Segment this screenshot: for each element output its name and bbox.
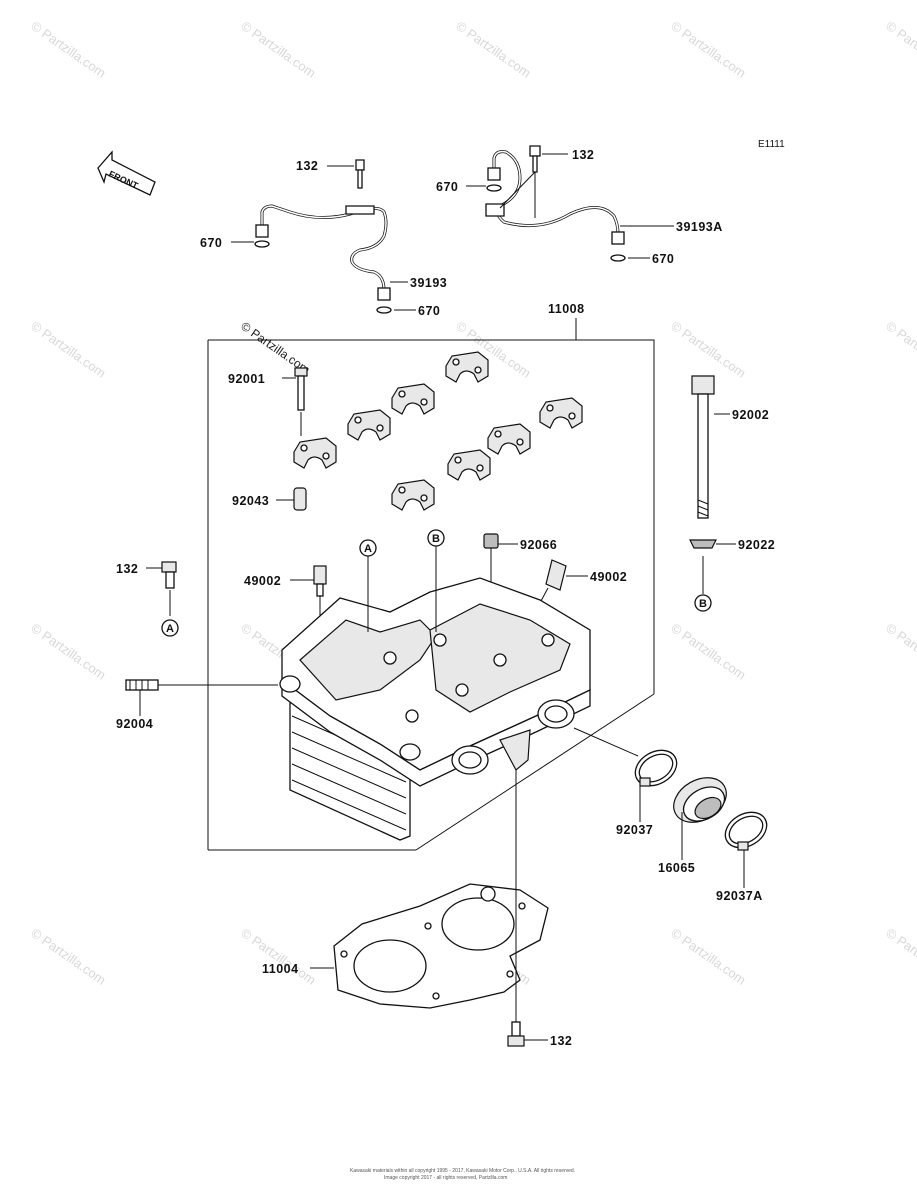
watermark: © Partzilla.com (453, 18, 533, 81)
watermark: © Partzilla.com (668, 18, 748, 81)
label-92002: 92002 (732, 408, 769, 422)
dowel-pin-92043 (293, 487, 307, 511)
copyright-footer: Kawasaki materials within all copyright … (350, 1168, 575, 1174)
watermark: © Partzilla.com (28, 620, 108, 683)
stud-92004 (125, 679, 278, 716)
watermark: © Partzilla.com (883, 318, 917, 381)
label-92066: 92066 (520, 538, 557, 552)
watermark: © Partzilla.com (238, 925, 318, 988)
watermark: © Partzilla.com (668, 318, 748, 381)
part-labels: 132 670 39193 670 132 670 39193A 670 110… (116, 148, 775, 1048)
label-132-top-left: 132 (296, 159, 318, 173)
bolt-132-bottom (507, 1021, 548, 1047)
oil-pipe-39193 (254, 159, 392, 314)
label-92001: 92001 (228, 372, 265, 386)
bolt-132-left (161, 561, 177, 616)
label-49002-right: 49002 (590, 570, 627, 584)
svg-text:B: B (432, 533, 440, 545)
reference-code: E1111 (758, 139, 785, 150)
leader-lines-top (231, 153, 674, 311)
watermark: © Partzilla.com (883, 925, 917, 988)
label-132-bottom: 132 (550, 1034, 572, 1048)
callout-b-right: B (694, 594, 712, 612)
clamp-92037 (573, 727, 678, 822)
carburetor-holder-16065 (673, 777, 727, 860)
watermark: © Partzilla.com (238, 18, 318, 81)
label-11008: 11008 (548, 302, 585, 316)
watermark: © Partzilla.com (883, 18, 917, 81)
clamp-92037a (724, 811, 768, 888)
callout-b-main: B (427, 529, 445, 632)
svg-text:A: A (364, 543, 372, 555)
label-92037a: 92037A (716, 889, 763, 903)
head-gasket-11004 (310, 770, 549, 1022)
callout-a-main: A (359, 539, 377, 632)
callout-a-left: A (161, 619, 179, 637)
watermark: © Partzilla.com (883, 620, 917, 683)
front-arrow-icon: FRONT (97, 150, 156, 196)
label-670-right-top: 670 (436, 180, 458, 194)
label-16065: 16065 (658, 861, 695, 875)
stud-bolt-92002 (691, 375, 715, 519)
washer-92022 (689, 539, 717, 594)
label-670-mid: 670 (418, 304, 440, 318)
leader-lines-mid (146, 377, 736, 581)
cylinder-head-box (207, 318, 655, 851)
label-92022: 92022 (738, 538, 775, 552)
copyright-footer-2: Image copyright 2017 - all rights reserv… (384, 1175, 507, 1181)
camshaft-caps (293, 351, 583, 511)
label-39193a: 39193A (676, 220, 723, 234)
watermark: © Partzilla.com (28, 925, 108, 988)
label-92043: 92043 (232, 494, 269, 508)
watermark-layer: © Partzilla.com © Partzilla.com © Partzi… (28, 18, 917, 988)
label-11004: 11004 (262, 962, 299, 976)
svg-text:B: B (699, 598, 707, 610)
watermark: © Partzilla.com (668, 925, 748, 988)
label-92004: 92004 (116, 717, 153, 731)
label-132-top-right: 132 (572, 148, 594, 162)
bolt-92001 (294, 367, 308, 436)
oil-pipe-39193a (485, 145, 626, 262)
label-49002-left: 49002 (244, 574, 281, 588)
cylinder-head (279, 577, 591, 841)
label-132-left: 132 (116, 562, 138, 576)
label-92037: 92037 (616, 823, 653, 837)
label-670-right: 670 (652, 252, 674, 266)
svg-text:A: A (166, 623, 174, 635)
watermark: © Partzilla.com (668, 620, 748, 683)
watermark: © Partzilla.com (28, 318, 108, 381)
label-670-left: 670 (200, 236, 222, 250)
watermark: © Partzilla.com (28, 18, 108, 81)
label-39193: 39193 (410, 276, 447, 290)
